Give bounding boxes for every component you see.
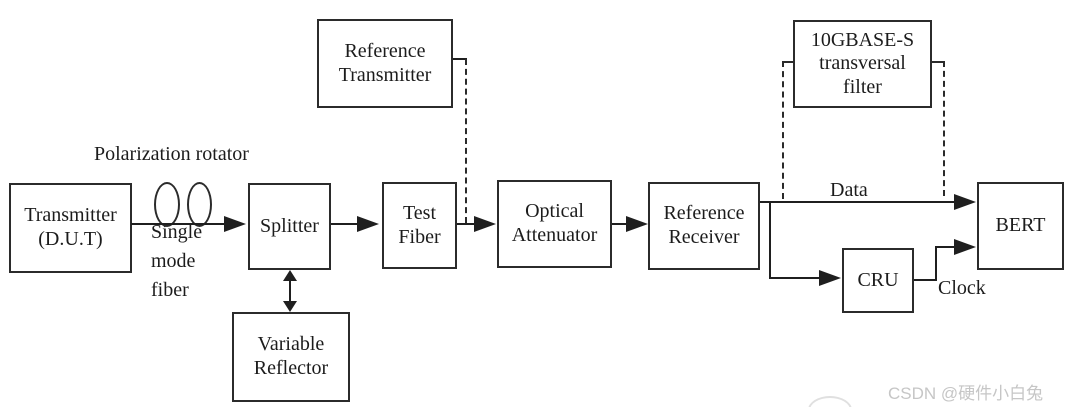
bert-box: BERT xyxy=(977,182,1064,270)
fiber-loop-icon xyxy=(187,182,212,227)
connector-splitter-reflector xyxy=(289,278,291,305)
fiber-loop-icon xyxy=(154,182,180,227)
arrowhead-right-icon xyxy=(357,216,379,232)
arrowhead-down-icon xyxy=(283,301,297,312)
connector-branch-vertical xyxy=(769,201,771,279)
test-fiber-box: Test Fiber xyxy=(382,182,457,269)
10gbase-s-transversal-filter-box: 10GBASE-S transversal filter xyxy=(793,20,932,108)
arrowhead-up-icon xyxy=(283,270,297,281)
connector-testfiber-attenuator xyxy=(457,223,476,225)
faint-circle-artifact xyxy=(808,396,852,407)
reference-receiver-box: Reference Receiver xyxy=(648,182,760,270)
connector-branch-cru xyxy=(769,277,821,279)
arrowhead-right-icon xyxy=(224,216,246,232)
reference-transmitter-box: Reference Transmitter xyxy=(317,19,453,108)
connector-clock-vertical xyxy=(935,246,937,281)
csdn-watermark: CSDN @硬件小白兔 xyxy=(888,384,1044,403)
dashed-stub-filter-left xyxy=(783,61,793,63)
connector-cru-out xyxy=(914,279,937,281)
clock-label: Clock xyxy=(938,277,986,299)
connector-reftransmitter-stub xyxy=(453,58,467,60)
dashed-connector-filter-left xyxy=(782,61,784,199)
dashed-stub-filter-right xyxy=(932,61,944,63)
arrowhead-right-icon xyxy=(954,194,976,210)
connector-transmitter-splitter xyxy=(131,223,226,225)
arrowhead-right-icon xyxy=(819,270,841,286)
variable-reflector-box: Variable Reflector xyxy=(232,312,350,402)
data-label: Data xyxy=(830,179,868,201)
dashed-connector-reference-transmitter xyxy=(465,59,467,223)
arrowhead-right-icon xyxy=(626,216,648,232)
cru-box: CRU xyxy=(842,248,914,313)
connector-attenuator-receiver xyxy=(612,223,628,225)
dashed-connector-filter-right xyxy=(943,61,945,196)
optical-attenuator-box: Optical Attenuator xyxy=(497,180,612,268)
single-mode-fiber-label: Single mode fiber xyxy=(151,221,203,301)
connector-clock-horizontal xyxy=(935,246,956,248)
connector-splitter-testfiber xyxy=(331,223,359,225)
splitter-box: Splitter xyxy=(248,183,331,270)
connector-data-line xyxy=(760,201,956,203)
transmitter-dut-box: Transmitter (D.U.T) xyxy=(9,183,132,273)
arrowhead-right-icon xyxy=(474,216,496,232)
arrowhead-right-icon xyxy=(954,239,976,255)
polarization-rotator-label: Polarization rotator xyxy=(94,143,249,165)
